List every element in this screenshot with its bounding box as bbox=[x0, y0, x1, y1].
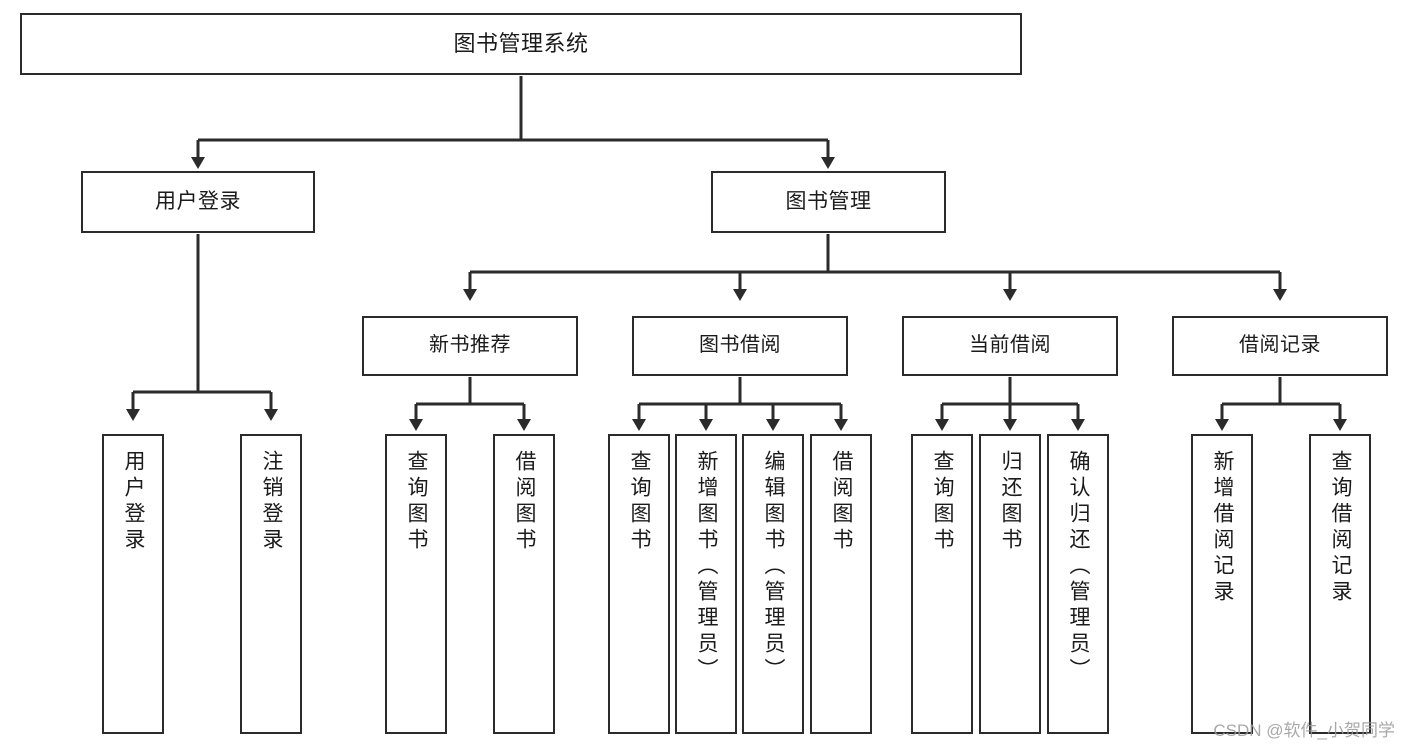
node-book-manage-label: 图书管理 bbox=[785, 189, 872, 213]
node-book-borrow[interactable]: 图书借阅 bbox=[632, 316, 848, 376]
csdn-watermark: CSDN @软件_小贺同学 bbox=[1213, 721, 1395, 740]
node-leaf-add-book-label: 新增图书（管理员） bbox=[695, 450, 719, 684]
node-leaf-query-book-1-label: 查询图书 bbox=[405, 450, 429, 554]
node-leaf-borrow-book-1-label: 借阅图书 bbox=[513, 450, 537, 554]
node-leaf-borrow-book-2-label: 借阅图书 bbox=[830, 450, 854, 554]
node-book-borrow-label: 图书借阅 bbox=[699, 334, 781, 357]
node-leaf-query-record-label: 查询借阅记录 bbox=[1329, 450, 1353, 606]
node-current-borrow-label: 当前借阅 bbox=[969, 334, 1051, 357]
node-leaf-return-book-label: 归还图书 bbox=[999, 450, 1023, 554]
node-borrow-record-label: 借阅记录 bbox=[1239, 334, 1321, 357]
node-leaf-query-book-2[interactable]: 查询图书 bbox=[608, 434, 670, 734]
node-leaf-query-book-3-label: 查询图书 bbox=[931, 450, 955, 554]
node-leaf-logout[interactable]: 注销登录 bbox=[240, 434, 302, 734]
node-leaf-user-login[interactable]: 用户登录 bbox=[102, 434, 164, 734]
node-root-label: 图书管理系统 bbox=[453, 31, 589, 57]
node-leaf-user-login-label: 用户登录 bbox=[122, 450, 146, 554]
node-new-book-rec[interactable]: 新书推荐 bbox=[362, 316, 578, 376]
node-user-login-label: 用户登录 bbox=[155, 189, 241, 213]
node-leaf-query-book-3[interactable]: 查询图书 bbox=[911, 434, 973, 734]
node-leaf-query-record[interactable]: 查询借阅记录 bbox=[1309, 434, 1371, 734]
node-leaf-borrow-book-2[interactable]: 借阅图书 bbox=[810, 434, 872, 734]
node-leaf-edit-book-label: 编辑图书（管理员） bbox=[762, 450, 786, 684]
node-book-manage[interactable]: 图书管理 bbox=[711, 171, 946, 233]
node-leaf-confirm-return-label: 确认归还（管理员） bbox=[1067, 450, 1091, 684]
node-user-login[interactable]: 用户登录 bbox=[81, 171, 315, 233]
node-leaf-logout-label: 注销登录 bbox=[260, 450, 284, 554]
node-borrow-record[interactable]: 借阅记录 bbox=[1172, 316, 1388, 376]
node-leaf-add-record[interactable]: 新增借阅记录 bbox=[1191, 434, 1253, 734]
node-current-borrow[interactable]: 当前借阅 bbox=[902, 316, 1118, 376]
node-leaf-query-book-2-label: 查询图书 bbox=[628, 450, 652, 554]
node-leaf-return-book[interactable]: 归还图书 bbox=[979, 434, 1041, 734]
node-leaf-confirm-return[interactable]: 确认归还（管理员） bbox=[1047, 434, 1109, 734]
node-leaf-add-record-label: 新增借阅记录 bbox=[1211, 450, 1235, 606]
node-leaf-add-book[interactable]: 新增图书（管理员） bbox=[675, 434, 737, 734]
node-new-book-rec-label: 新书推荐 bbox=[429, 334, 511, 357]
node-leaf-query-book-1[interactable]: 查询图书 bbox=[385, 434, 447, 734]
node-leaf-edit-book[interactable]: 编辑图书（管理员） bbox=[742, 434, 804, 734]
node-root[interactable]: 图书管理系统 bbox=[20, 13, 1022, 75]
node-leaf-borrow-book-1[interactable]: 借阅图书 bbox=[493, 434, 555, 734]
